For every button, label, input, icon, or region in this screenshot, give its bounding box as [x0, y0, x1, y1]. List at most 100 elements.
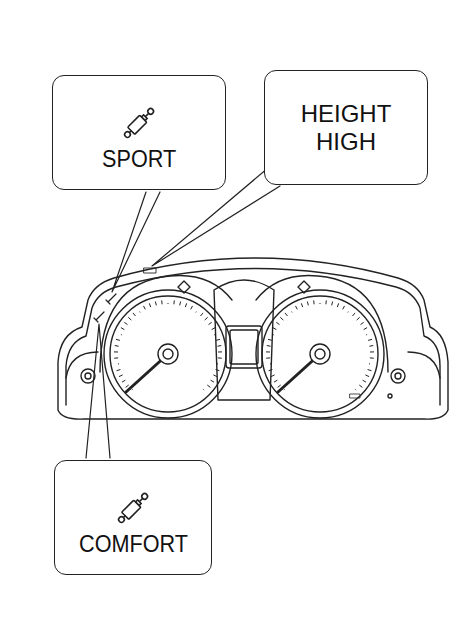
speedometer-ring [110, 296, 226, 412]
speed-hub-inner [163, 349, 173, 359]
dial-tick [365, 375, 369, 377]
speedometer-dial [104, 290, 232, 418]
dial-tick [285, 313, 288, 316]
dial-tick [217, 345, 221, 347]
dial-tick [283, 389, 285, 391]
dial-tick [218, 357, 222, 358]
dial-tick [139, 311, 141, 313]
dial-tick [268, 339, 272, 340]
mode-callout: COMFORT [54, 460, 212, 575]
dial-tick [343, 306, 345, 310]
dial-tick [211, 380, 214, 382]
dial-tick [179, 302, 181, 306]
dial-tick [369, 345, 373, 347]
dial-tick [301, 303, 302, 307]
dial-tick [121, 328, 125, 330]
dial-tick [214, 334, 216, 335]
sport-leader [112, 192, 160, 292]
dial-tick [119, 375, 123, 377]
dial-tick [271, 375, 275, 377]
dial-tick [203, 389, 205, 391]
dial-tick [120, 334, 122, 335]
dial-tick [114, 351, 118, 352]
center-column [214, 280, 274, 400]
sport-indicator [106, 294, 116, 304]
trip-button [388, 394, 392, 398]
callout-text: COMFORT [79, 530, 188, 558]
dial-tick [155, 302, 157, 306]
dial-tick [205, 317, 208, 320]
tachometer-ring [262, 296, 378, 412]
dial-tick [355, 389, 357, 391]
dial-tick [267, 345, 271, 347]
mode-callout: HEIGHT HIGH [264, 70, 428, 185]
dial-tick [266, 357, 270, 358]
dial-tick [307, 302, 309, 306]
dial-tick [218, 351, 222, 352]
dial-tick [207, 385, 210, 387]
shock-absorber-icon [113, 488, 153, 528]
speed-hub [158, 344, 178, 364]
dial-tick [278, 385, 281, 387]
dial-tick [337, 303, 338, 307]
dial-tick [368, 370, 372, 371]
dial-tick [209, 322, 212, 324]
comfort-leader [86, 324, 110, 458]
dial-tick [149, 303, 150, 307]
shock-absorber-icon [119, 103, 159, 143]
housing-inner-line [66, 269, 440, 406]
dial-tick [364, 328, 368, 330]
dial-tick [274, 380, 277, 382]
dial-tick [117, 370, 121, 371]
dial-tick [366, 334, 368, 335]
dial-tick [347, 311, 349, 313]
tachometer-dial [256, 290, 384, 418]
temp-gauge [408, 352, 440, 378]
dial-tick [270, 363, 271, 364]
dial-tick [370, 351, 374, 352]
temp-gauge-hub [391, 369, 405, 383]
dial-tick [269, 370, 273, 371]
mode-callout: SPORT [52, 75, 226, 190]
dial-tick [216, 339, 220, 340]
dial-tick [276, 322, 279, 324]
dial-tick [359, 385, 362, 387]
dial-tick [185, 303, 186, 307]
dial-tick [353, 313, 356, 316]
dial-tick [280, 317, 283, 320]
dial-tick [116, 339, 120, 340]
dial-tick [331, 302, 333, 306]
dial-tick [173, 300, 174, 304]
dial-tick [212, 328, 216, 330]
dial-tick [291, 311, 293, 313]
dial-tick [363, 380, 366, 382]
dial-tick [195, 311, 197, 313]
callout-text: HEIGHT HIGH [286, 100, 406, 155]
turn-signal-left [178, 281, 190, 293]
center-display-inner [230, 330, 258, 364]
dial-tick [272, 334, 274, 335]
dial-tick [357, 317, 360, 320]
dial-tick [201, 313, 204, 316]
dial-tick [273, 328, 277, 330]
dial-tick [296, 306, 298, 310]
dial-tick [217, 363, 218, 364]
dial-tick [370, 357, 374, 358]
fuel-gauge-hub-inner [85, 373, 91, 379]
dial-tick [325, 300, 326, 304]
comfort-indicator [94, 312, 104, 322]
height-indicator [144, 268, 156, 273]
callout-text: SPORT [102, 145, 176, 173]
dial-tick [118, 363, 119, 364]
dial-tick [320, 303, 321, 304]
turn-signal-right [298, 281, 310, 293]
dial-tick [115, 345, 119, 347]
dial-tick [122, 380, 125, 382]
dial-tick [191, 306, 193, 310]
dial-tick [144, 306, 146, 310]
dial-tick [368, 339, 372, 340]
dial-tick [124, 322, 127, 324]
dial-tick [361, 322, 364, 324]
dial-tick [133, 313, 136, 316]
dial-tick [369, 363, 370, 364]
